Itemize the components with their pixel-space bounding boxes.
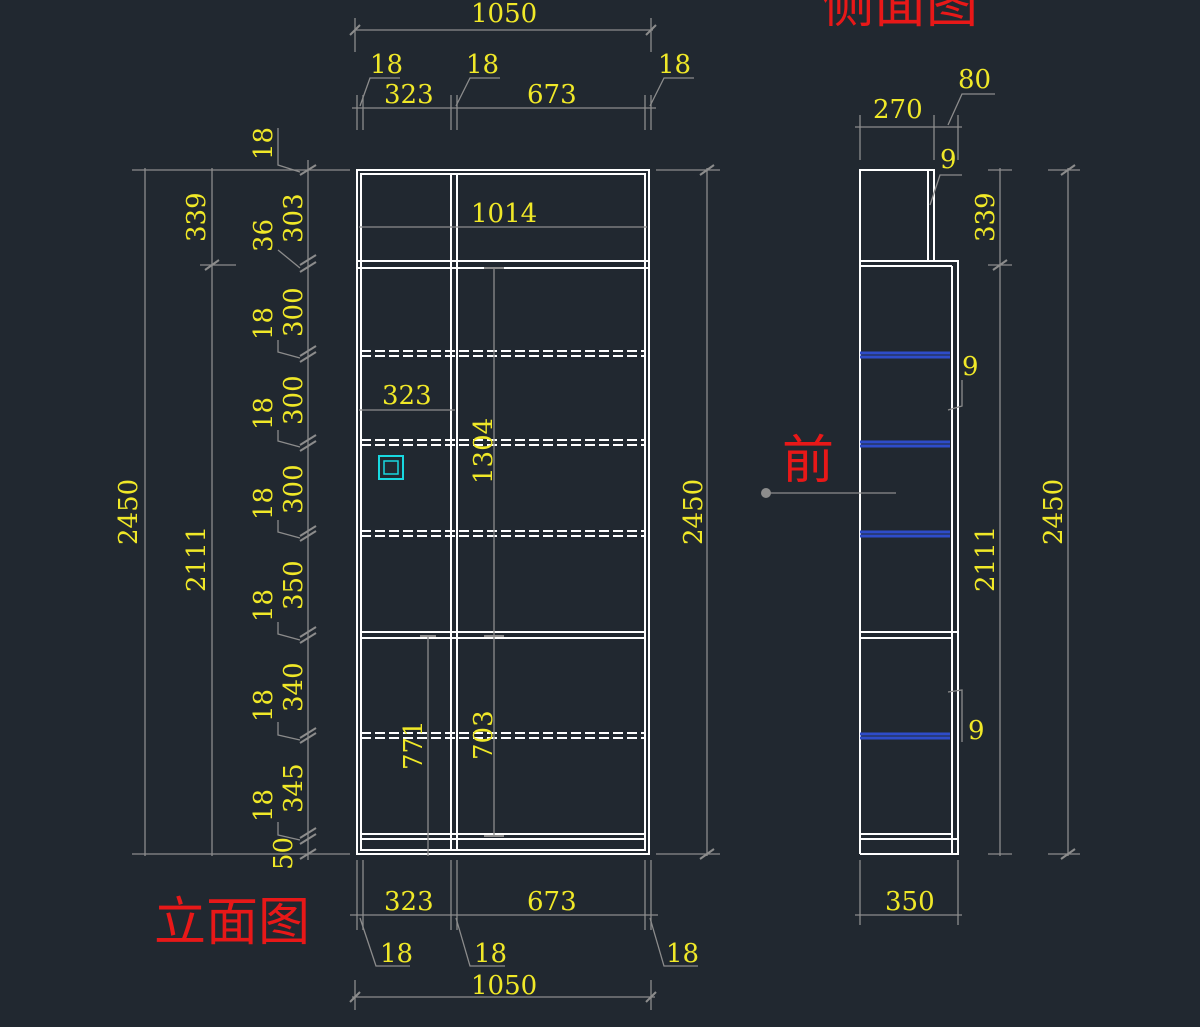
cabinet-outer-frame [356,169,650,855]
dim-v-50: 50 [269,837,299,870]
dim-bottom-w1: 323 [384,887,434,917]
dim-top-t1: 18 [370,50,403,80]
dim-v-18-g: 18 [249,789,279,822]
dim-side-9b: 9 [962,352,979,382]
dim-v-1304: 1304 [469,418,499,484]
dim-inner-width: 1014 [471,199,537,229]
dim-v-18-f: 18 [249,689,279,722]
adjustable-shelves [361,350,645,739]
dim-bottom-total: 1050 [471,971,537,1001]
dim-v-771: 771 [399,720,429,770]
dim-bottom-t3: 18 [666,939,699,969]
dim-side-9c: 9 [968,716,985,746]
side-view-title: 侧面图 [822,0,978,35]
dim-height-total-left: 2450 [114,479,144,545]
front-indicator-dot [761,488,771,498]
dim-top-w2: 673 [527,80,577,110]
elevation-cabinet [356,169,650,855]
dim-v-345: 345 [279,763,309,813]
dim-v-18-a: 18 [249,127,279,160]
dim-v-18-b: 18 [249,307,279,340]
titles: 立面图 侧面图 前 [154,0,978,953]
dim-v-300-c: 300 [279,464,309,514]
front-label: 前 [782,431,834,491]
dim-v-300-b: 300 [279,375,309,425]
dim-top-w1: 323 [384,80,434,110]
snap-marker-icon[interactable] [378,455,404,480]
dim-v-18-c: 18 [249,397,279,430]
dim-height-339-left: 339 [182,192,212,242]
dim-side-2450: 2450 [1039,479,1069,545]
dim-mid-w1: 323 [382,381,432,411]
dim-height-total-right: 2450 [679,479,709,545]
dim-top-t2: 18 [466,50,499,80]
side-dimension-lines [761,93,1080,925]
dim-height-2111-left: 2111 [182,526,212,592]
dim-top-total: 1050 [471,0,537,29]
dim-v-703: 703 [469,710,499,760]
dim-v-303: 303 [279,193,309,243]
dim-v-36: 36 [249,219,279,252]
dim-side-2111: 2111 [971,526,1001,592]
dim-v-300-a: 300 [279,287,309,337]
dim-side-339: 339 [971,192,1001,242]
dim-bottom-t2: 18 [474,939,507,969]
dim-side-270: 270 [873,95,923,125]
elevation-dimension-lines [132,18,720,1010]
dim-v-18-d: 18 [249,487,279,520]
dim-side-80: 80 [958,65,991,95]
dim-side-9a: 9 [940,145,957,175]
dimension-texts: 1050 18 18 18 323 673 1014 323 2450 339 … [114,0,1069,1001]
cabinet-inner-frame [360,173,646,851]
dim-v-340: 340 [279,662,309,712]
dim-side-350: 350 [885,887,935,917]
dim-top-t3: 18 [658,50,691,80]
elevation-title: 立面图 [154,893,310,953]
dim-bottom-w2: 673 [527,887,577,917]
dim-bottom-t1: 18 [380,939,413,969]
side-view-cabinet [859,169,959,855]
dim-v-18-e: 18 [249,589,279,622]
dim-v-350: 350 [279,560,309,610]
